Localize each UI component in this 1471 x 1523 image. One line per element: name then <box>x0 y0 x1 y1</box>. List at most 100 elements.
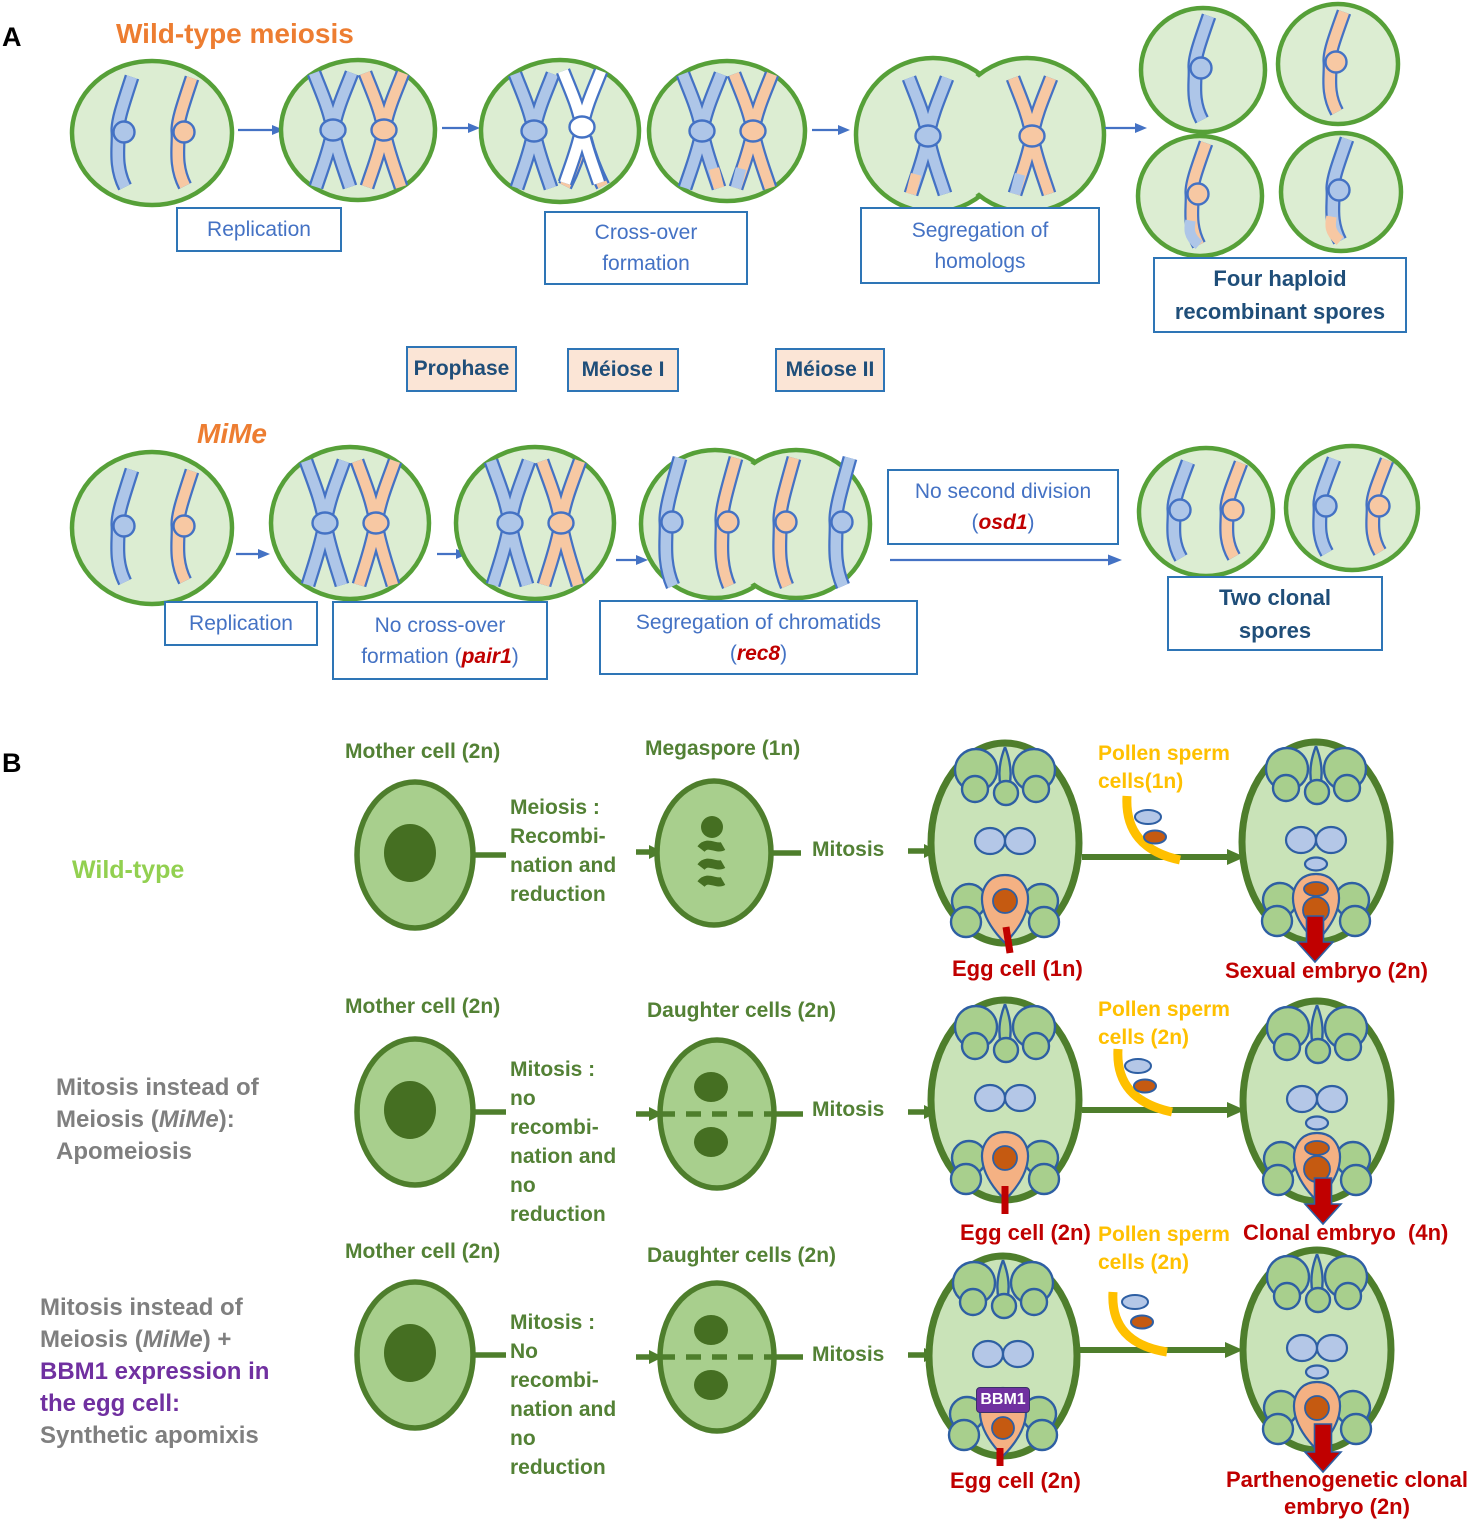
row3-stage2-label: Daughter cells (2n) <box>647 1244 837 1267</box>
row3-pollen-l2: cells (2n) <box>1098 1251 1190 1274</box>
no-second-division-box: No second division (osd1) <box>887 469 1119 545</box>
no-second-post: ) <box>1027 511 1035 534</box>
row2-name-l2: Meiosis (MiMe): <box>56 1104 259 1136</box>
row3-name-l3: BBM1 expression in <box>40 1358 270 1385</box>
row3-name-l2-pre: Meiosis ( <box>40 1326 143 1353</box>
row2-name-l3: Apomeiosis <box>56 1138 193 1165</box>
phase-meiose-1-text: Méiose I <box>581 358 665 381</box>
row2-pollen-label: Pollen sperm cells (2n) <box>1098 996 1230 1052</box>
seg-chrom-post: ) <box>780 641 788 665</box>
segregation-chromatids-box: Segregation of chromatids (rec8) <box>599 600 918 675</box>
panel-b-row2 <box>354 996 1395 1226</box>
seg-hom-line1: Segregation of <box>911 218 1049 242</box>
row2-process-l5: no <box>510 1174 536 1197</box>
row3-process-l2: No <box>510 1340 538 1363</box>
row2-process: Mitosis : no recombi- nation and no redu… <box>510 1055 616 1229</box>
crossover-line1: Cross-over <box>594 221 698 244</box>
seg-hom-line2: homologs <box>934 249 1026 273</box>
row3-name-l2-mime: MiMe <box>142 1326 203 1353</box>
replication-box-mime: Replication <box>164 601 318 646</box>
mime-title: MiMe <box>197 418 267 449</box>
row2-process-l6: reduction <box>510 1203 606 1226</box>
row1-process: Meiosis : Recombi- nation and reduction <box>510 793 616 909</box>
no-crossover-box: No cross-over formation (pair1) <box>332 601 548 680</box>
row1-name: Wild-type <box>72 856 185 884</box>
row2-name-l2-mime: MiMe <box>158 1106 219 1133</box>
bbm1-badge: BBM1 <box>976 1387 1030 1413</box>
row3-name-l5: Synthetic apomixis <box>40 1422 259 1449</box>
no-crossover-line1: No cross-over <box>374 613 506 637</box>
row2-name-l2-post: ): <box>218 1106 235 1133</box>
row3-name-l2-post: ) + <box>202 1326 232 1353</box>
row1-pollen-label: Pollen sperm cells(1n) <box>1098 740 1230 796</box>
row1-process-l4: reduction <box>510 883 606 906</box>
row1-pollen-l1: Pollen sperm <box>1098 742 1230 765</box>
row2-egg-label: Egg cell (2n) <box>960 1220 1091 1245</box>
crossover-box: Cross-over formation <box>544 211 748 285</box>
row2-pollen-l1: Pollen sperm <box>1098 998 1230 1021</box>
row2-process-l3: recombi- <box>510 1116 599 1139</box>
row2-pollen-l2: cells (2n) <box>1098 1026 1190 1049</box>
gene-pair1: pair1 <box>461 644 512 668</box>
row2-stage2-label: Daughter cells (2n) <box>647 999 837 1022</box>
seg-chrom-pre: ( <box>729 641 737 665</box>
panel-b-label: B <box>2 748 22 778</box>
row2-process-l2: no <box>510 1087 536 1110</box>
row3-name: Mitosis instead of Meiosis (MiMe) + BBM1… <box>40 1292 269 1452</box>
gene-osd1: osd1 <box>978 511 1028 534</box>
phase-meiose-2: Méiose II <box>775 348 885 392</box>
row3-process-l6: reduction <box>510 1456 606 1479</box>
row3-process-l3: recombi- <box>510 1369 599 1392</box>
row3-name-l4: the egg cell: <box>40 1390 181 1417</box>
two-clonal-line2: spores <box>1238 617 1312 643</box>
segregation-homologs-box: Segregation of homologs <box>860 207 1100 284</box>
seg-chrom-line1: Segregation of chromatids <box>635 610 882 634</box>
crossover-line2: formation <box>602 252 690 275</box>
row2-name-l2-pre: Meiosis ( <box>56 1106 159 1133</box>
row1-process-l2: Recombi- <box>510 825 606 848</box>
row3-egg-label: Egg cell (2n) <box>950 1468 1081 1493</box>
row2-mitosis-label: Mitosis <box>812 1098 885 1121</box>
seg-chrom-line2: (rec8) <box>601 638 916 669</box>
row1-process-l3: nation and <box>510 854 617 877</box>
replication-box-wt: Replication <box>176 207 342 252</box>
row3-process-l5: no <box>510 1427 536 1450</box>
no-crossover-pre: formation ( <box>361 644 462 668</box>
row2-name-l1: Mitosis instead of <box>56 1074 259 1101</box>
four-haploid-box: Four haploid recombinant spores <box>1153 257 1407 333</box>
row1-stage2-label: Megaspore (1n) <box>645 737 801 760</box>
row2-embryo-label: Clonal embryo (4n) <box>1243 1220 1449 1245</box>
replication-box-wt-text: Replication <box>207 218 311 241</box>
row3-process: Mitosis : No recombi- nation and no redu… <box>510 1308 616 1482</box>
phase-prophase-text: Prophase <box>413 357 510 380</box>
four-haploid-line2: recombinant spores <box>1174 299 1386 324</box>
row1-mother-label: Mother cell (2n) <box>345 740 501 763</box>
row1-pollen-l2: cells(1n) <box>1098 770 1184 793</box>
no-crossover-post: ) <box>511 644 519 668</box>
panel-b-row1 <box>354 738 1394 964</box>
row3-embryo-label: Parthenogenetic clonal embryo (2n) <box>1216 1466 1471 1520</box>
row3-pollen-l1: Pollen sperm <box>1098 1223 1230 1246</box>
four-haploid-line1: Four haploid <box>1213 266 1347 291</box>
no-second-line2: (osd1) <box>889 507 1117 538</box>
no-second-line1: No second division <box>914 480 1092 503</box>
row3-pollen-label: Pollen sperm cells (2n) <box>1098 1221 1230 1277</box>
row3-mitosis-label: Mitosis <box>812 1343 885 1366</box>
row3-mother-label: Mother cell (2n) <box>345 1240 501 1263</box>
row3-name-l1: Mitosis instead of <box>40 1294 243 1321</box>
row1-embryo-label: Sexual embryo (2n) <box>1225 958 1428 983</box>
row2-process-l4: nation and <box>510 1145 617 1168</box>
phase-meiose-1: Méiose I <box>567 348 679 392</box>
row1-egg-label: Egg cell (1n) <box>952 956 1083 981</box>
replication-box-mime-text: Replication <box>189 612 293 635</box>
row2-mother-label: Mother cell (2n) <box>345 995 501 1018</box>
gene-rec8: rec8 <box>736 641 781 665</box>
row3-process-l1: Mitosis : <box>510 1311 596 1334</box>
row3-embryo-l1: Parthenogenetic clonal <box>1225 1467 1469 1492</box>
no-second-pre: ( <box>971 511 979 534</box>
row2-process-l1: Mitosis : <box>510 1058 596 1081</box>
two-clonal-spores-box: Two clonal spores <box>1167 576 1383 651</box>
panel-a-label: A <box>2 22 22 52</box>
